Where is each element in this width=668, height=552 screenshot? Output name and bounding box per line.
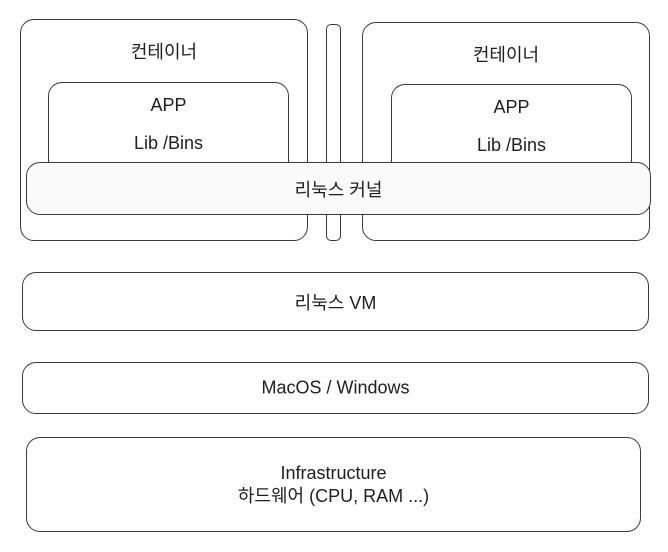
container-title: 컨테이너 bbox=[130, 42, 198, 62]
infrastructure-title: Infrastructure bbox=[280, 463, 387, 483]
linux-vm-layer: 리눅스 VM bbox=[22, 272, 649, 331]
host-os-layer: MacOS / Windows bbox=[22, 362, 649, 414]
linux-vm-label: 리눅스 VM bbox=[294, 292, 377, 313]
lib-bins-label: Lib /Bins bbox=[476, 135, 547, 155]
infrastructure-label: Infrastructure 하드웨어 (CPU, RAM ...) bbox=[27, 462, 640, 508]
lib-bins-label: Lib /Bins bbox=[133, 133, 204, 153]
host-os-label: MacOS / Windows bbox=[261, 377, 410, 398]
container-title: 컨테이너 bbox=[472, 45, 540, 65]
app-label: APP bbox=[150, 95, 187, 115]
app-label: APP bbox=[493, 97, 530, 117]
hardware-subtitle: 하드웨어 (CPU, RAM ...) bbox=[237, 486, 430, 506]
linux-kernel-layer: 리눅스 커널 bbox=[26, 162, 651, 215]
infrastructure-layer: Infrastructure 하드웨어 (CPU, RAM ...) bbox=[26, 437, 641, 532]
linux-kernel-label: 리눅스 커널 bbox=[294, 179, 383, 200]
